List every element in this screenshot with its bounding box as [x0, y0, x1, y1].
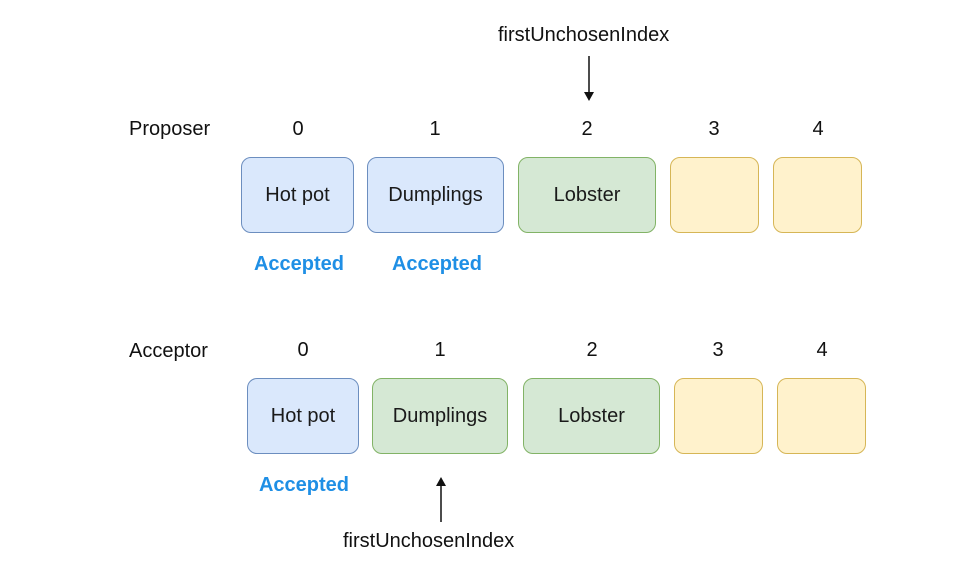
acceptor-pointer-label: firstUnchosenIndex	[343, 530, 515, 552]
proposer-entry-1: Dumplings	[367, 157, 504, 233]
proposer-index-4: 4	[812, 118, 824, 140]
acceptor-index-3: 3	[712, 339, 724, 361]
acceptor-index-2: 2	[586, 339, 598, 361]
acceptor-row-label: Acceptor	[129, 340, 208, 362]
proposer-entry-2: Lobster	[518, 157, 656, 233]
proposer-status-1: Accepted	[391, 253, 483, 275]
acceptor-status-0: Accepted	[258, 474, 350, 496]
acceptor-entry-0: Hot pot	[247, 378, 359, 454]
acceptor-entry-2: Lobster	[523, 378, 660, 454]
acceptor-entry-4	[777, 378, 866, 454]
acceptor-index-4: 4	[816, 339, 828, 361]
proposer-pointer-arrow	[584, 56, 594, 101]
proposer-entry-4	[773, 157, 862, 233]
proposer-status-0: Accepted	[253, 253, 345, 275]
acceptor-pointer-arrow	[436, 477, 446, 522]
proposer-pointer-label: firstUnchosenIndex	[498, 24, 670, 46]
acceptor-index-0: 0	[297, 339, 309, 361]
proposer-row-label: Proposer	[129, 118, 211, 140]
proposer-index-2: 2	[581, 118, 593, 140]
proposer-entry-3	[670, 157, 759, 233]
proposer-index-1: 1	[429, 118, 441, 140]
proposer-entry-0: Hot pot	[241, 157, 354, 233]
acceptor-index-1: 1	[434, 339, 446, 361]
acceptor-entry-3	[674, 378, 763, 454]
proposer-index-0: 0	[292, 118, 304, 140]
proposer-index-3: 3	[708, 118, 720, 140]
acceptor-entry-1: Dumplings	[372, 378, 508, 454]
